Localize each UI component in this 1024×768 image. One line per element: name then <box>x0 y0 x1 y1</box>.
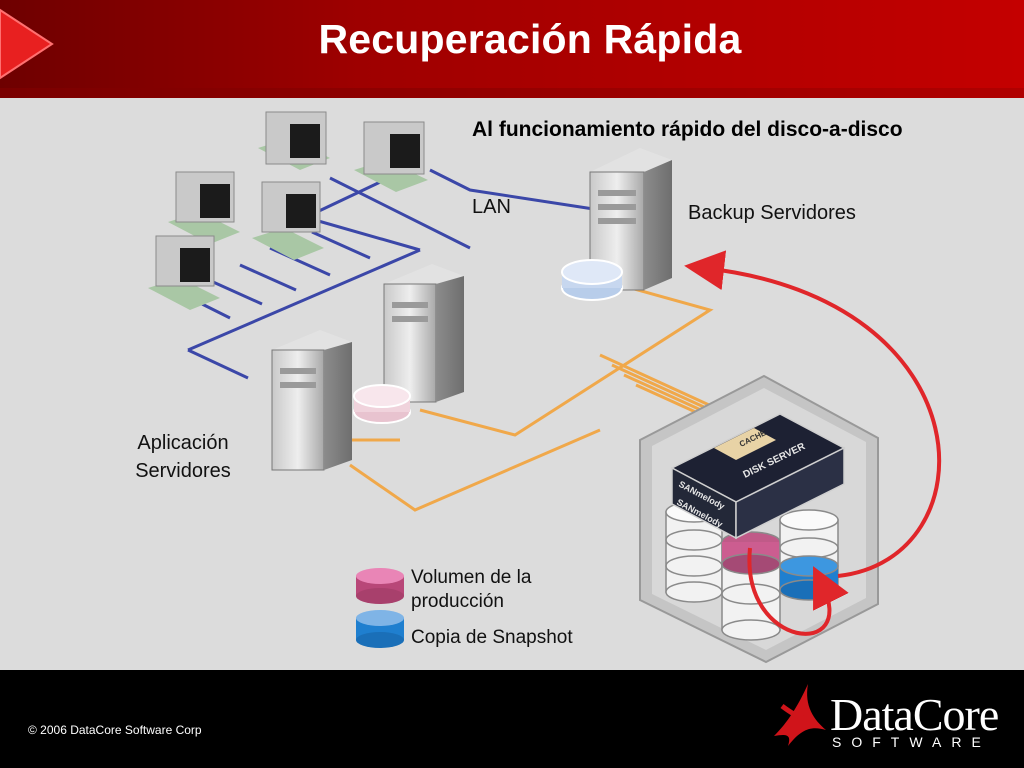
workstation-icon <box>258 111 330 170</box>
backup-servers-label: Backup Servidores <box>688 202 856 224</box>
application-server-icon <box>383 264 464 403</box>
header-arrow-icon <box>0 8 54 80</box>
application-server-icon <box>271 330 411 471</box>
backup-server-icon <box>561 148 672 301</box>
application-servers-label-line2: Servidores <box>135 460 231 482</box>
legend-production-line1: Volumen de la <box>411 567 532 588</box>
workstation-icon <box>148 235 220 310</box>
datacore-logo-icon <box>774 684 826 746</box>
snapshot-arrow <box>747 547 849 636</box>
header-bar <box>0 0 1024 88</box>
workstation-icon <box>168 171 240 244</box>
legend-snapshot: Copia de Snapshot <box>411 627 573 648</box>
header-underline <box>0 88 1024 98</box>
application-servers-label-line1: Aplicación <box>137 432 229 454</box>
logo-subtext: SOFTWARE <box>832 734 991 750</box>
copyright-text: © 2006 DataCore Software Corp <box>28 723 202 737</box>
disk-server-unit: CACHE DISK SERVER SANmelody SANmelody <box>670 413 846 540</box>
page-title: Recuperación Rápida <box>318 16 742 62</box>
restore-arrow <box>684 250 942 578</box>
network-diagram: CACHE DISK SERVER SANmelody SANmelody <box>148 111 942 664</box>
legend-production-line2: producción <box>411 591 504 612</box>
workstation-icon <box>354 121 428 192</box>
logo-wordmark: DataCore <box>830 689 999 740</box>
lan-label: LAN <box>472 196 511 218</box>
workstation-icon <box>252 181 324 260</box>
snapshot-copy-icon <box>356 610 404 648</box>
production-volume-icon <box>356 568 404 604</box>
footer-bar <box>0 670 1024 768</box>
diagram-subtitle: Al funcionamiento rápido del disco-a-dis… <box>472 118 903 141</box>
